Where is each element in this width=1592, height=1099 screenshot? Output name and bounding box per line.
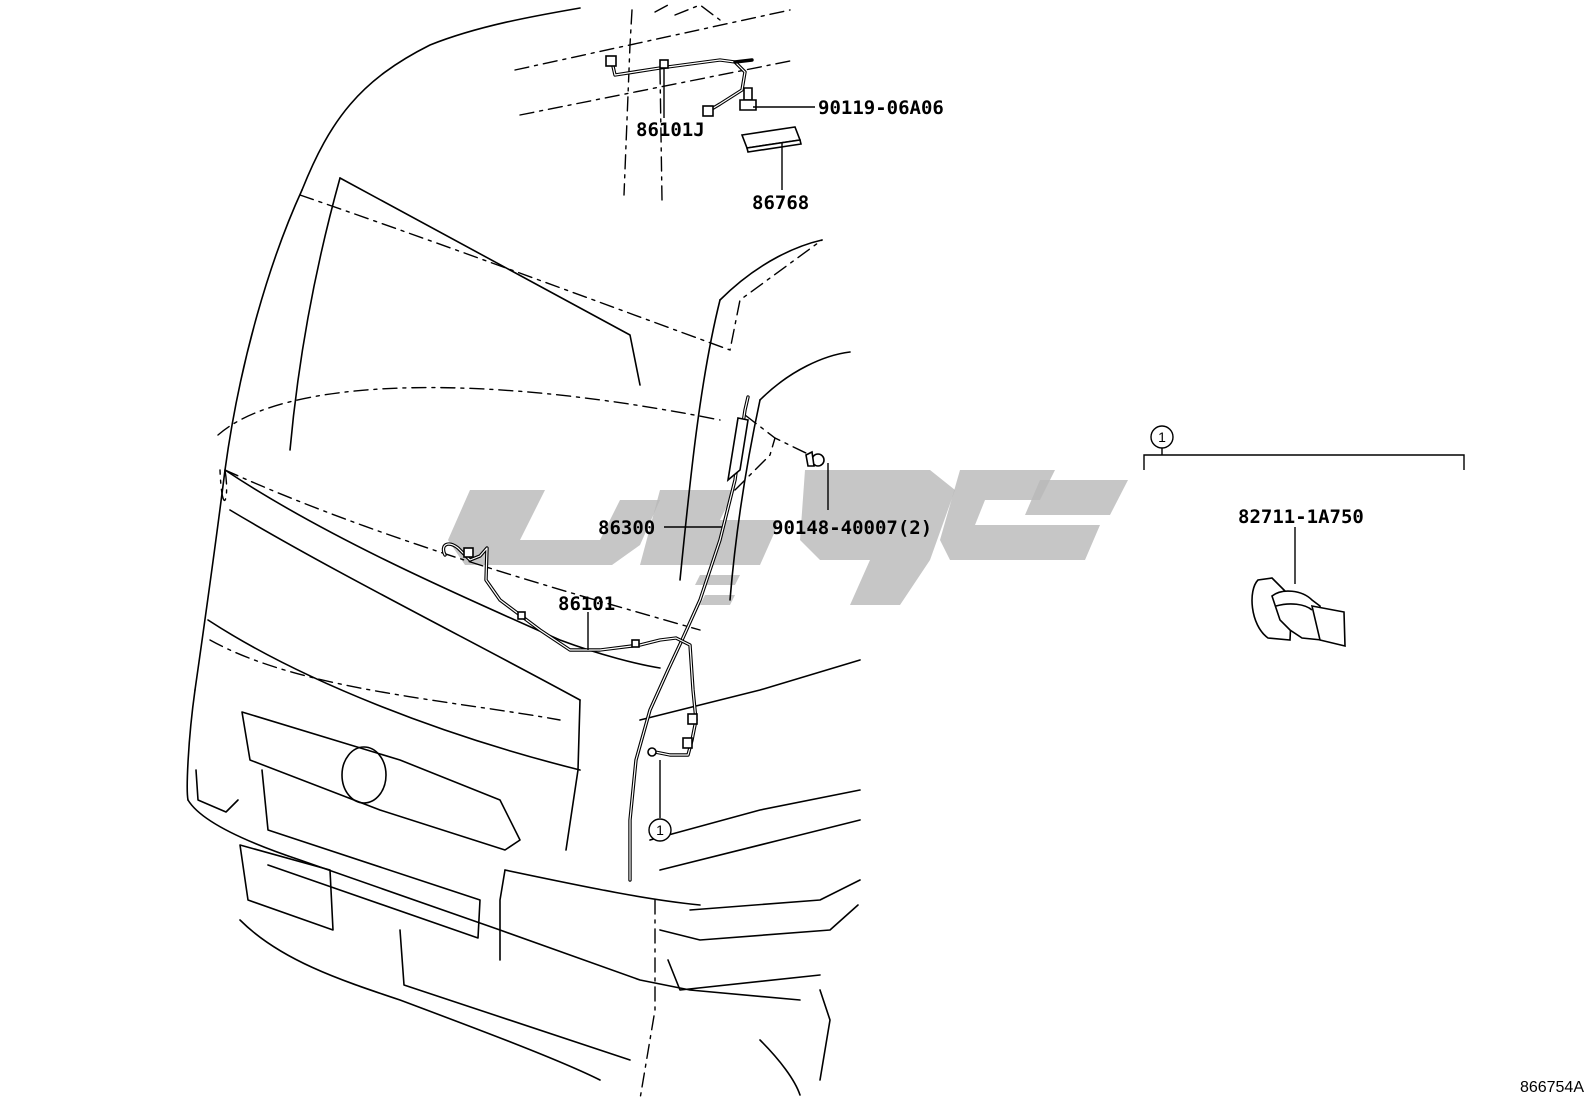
antenna-86300 [628, 395, 750, 882]
svg-text:1: 1 [1158, 429, 1166, 445]
clamp-82711 [1251, 577, 1346, 648]
callout-1-vehicle: 1 [648, 818, 672, 842]
roof-wire-harness [605, 55, 754, 117]
label-86300: 86300 [598, 517, 655, 539]
svg-text:1: 1 [656, 822, 664, 838]
leader-lines [587, 68, 1465, 818]
wire-harness-86101 [441, 542, 698, 757]
diagram-code: 866754A [1520, 1079, 1584, 1096]
label-86101: 86101 [558, 593, 615, 615]
callout-1-detail: 1 [1150, 425, 1174, 449]
label-86101j: 86101J [636, 119, 705, 141]
label-90119-06a06: 90119-06A06 [818, 97, 944, 119]
label-90148-40007: 90148-40007(2) [772, 517, 932, 539]
label-86768: 86768 [752, 192, 809, 214]
phantom-lines [209, 4, 823, 1099]
label-82711-1a750: 82711-1A750 [1238, 506, 1364, 528]
vehicle-body [186, 7, 861, 1096]
pad-86768 [740, 126, 802, 153]
screw-90148 [805, 450, 825, 467]
bolt-90119 [739, 87, 757, 111]
